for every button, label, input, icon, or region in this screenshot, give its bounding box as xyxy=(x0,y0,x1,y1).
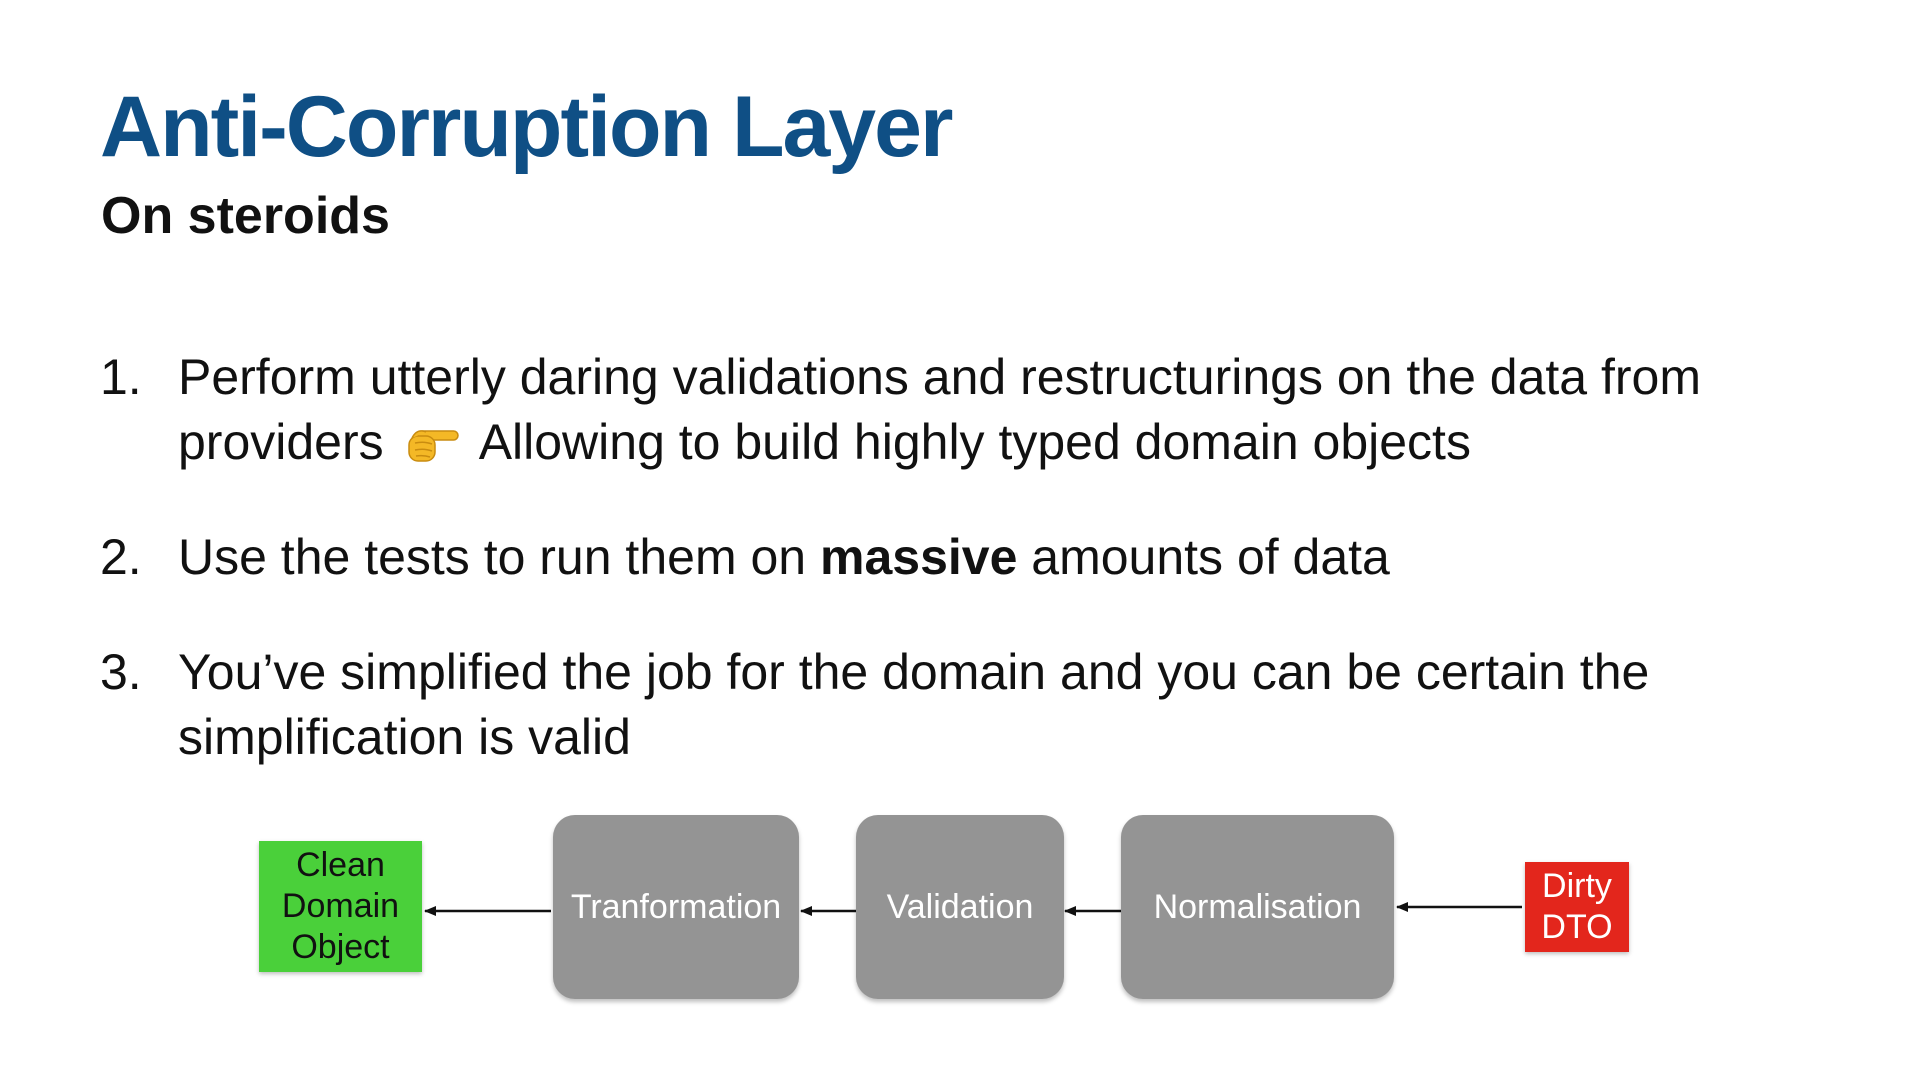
point-number: 1. xyxy=(100,349,142,405)
dirty-dto-node: Dirty DTO xyxy=(1525,862,1629,952)
point-item-1: 1. Perform utterly daring validations an… xyxy=(100,345,1860,475)
node-label: Validation xyxy=(886,887,1034,926)
point-text: simplification is valid xyxy=(178,709,631,765)
point-text: Use the tests to run them on xyxy=(178,529,820,585)
point-text: Perform utterly daring validations and r… xyxy=(178,349,1701,405)
point-text: Allowing to build highly typed domain ob… xyxy=(478,414,1471,470)
point-number: 2. xyxy=(100,529,142,585)
validation-node: Validation xyxy=(856,815,1064,999)
clean-domain-object-node: Clean Domain Object xyxy=(259,841,422,972)
pointing-right-hand-icon xyxy=(404,416,462,462)
point-item-3: 3. You’ve simplified the job for the dom… xyxy=(100,640,1860,770)
node-label: Clean Domain Object xyxy=(281,846,400,966)
point-number: 3. xyxy=(100,644,142,700)
node-label: Dirty DTO xyxy=(1541,867,1613,946)
transformation-node: Tranformation xyxy=(553,815,799,999)
node-label: Tranformation xyxy=(570,887,782,926)
normalisation-node: Normalisation xyxy=(1121,815,1394,999)
point-text: providers xyxy=(178,414,384,470)
slide-subtitle: On steroids xyxy=(101,187,390,245)
point-item-2: 2. Use the tests to run them on massive … xyxy=(100,525,1860,590)
point-emphasis: massive xyxy=(820,529,1018,585)
flow-arrows xyxy=(424,902,1522,916)
point-text: You’ve simplified the job for the domain… xyxy=(178,644,1650,700)
pipeline-diagram: Clean Domain Object Tranformation Valida… xyxy=(0,800,1920,1020)
slide-title: Anti-Corruption Layer xyxy=(100,79,953,175)
point-list: 1. Perform utterly daring validations an… xyxy=(100,345,1860,770)
point-text: amounts of data xyxy=(1017,529,1390,585)
node-label: Normalisation xyxy=(1153,887,1362,926)
